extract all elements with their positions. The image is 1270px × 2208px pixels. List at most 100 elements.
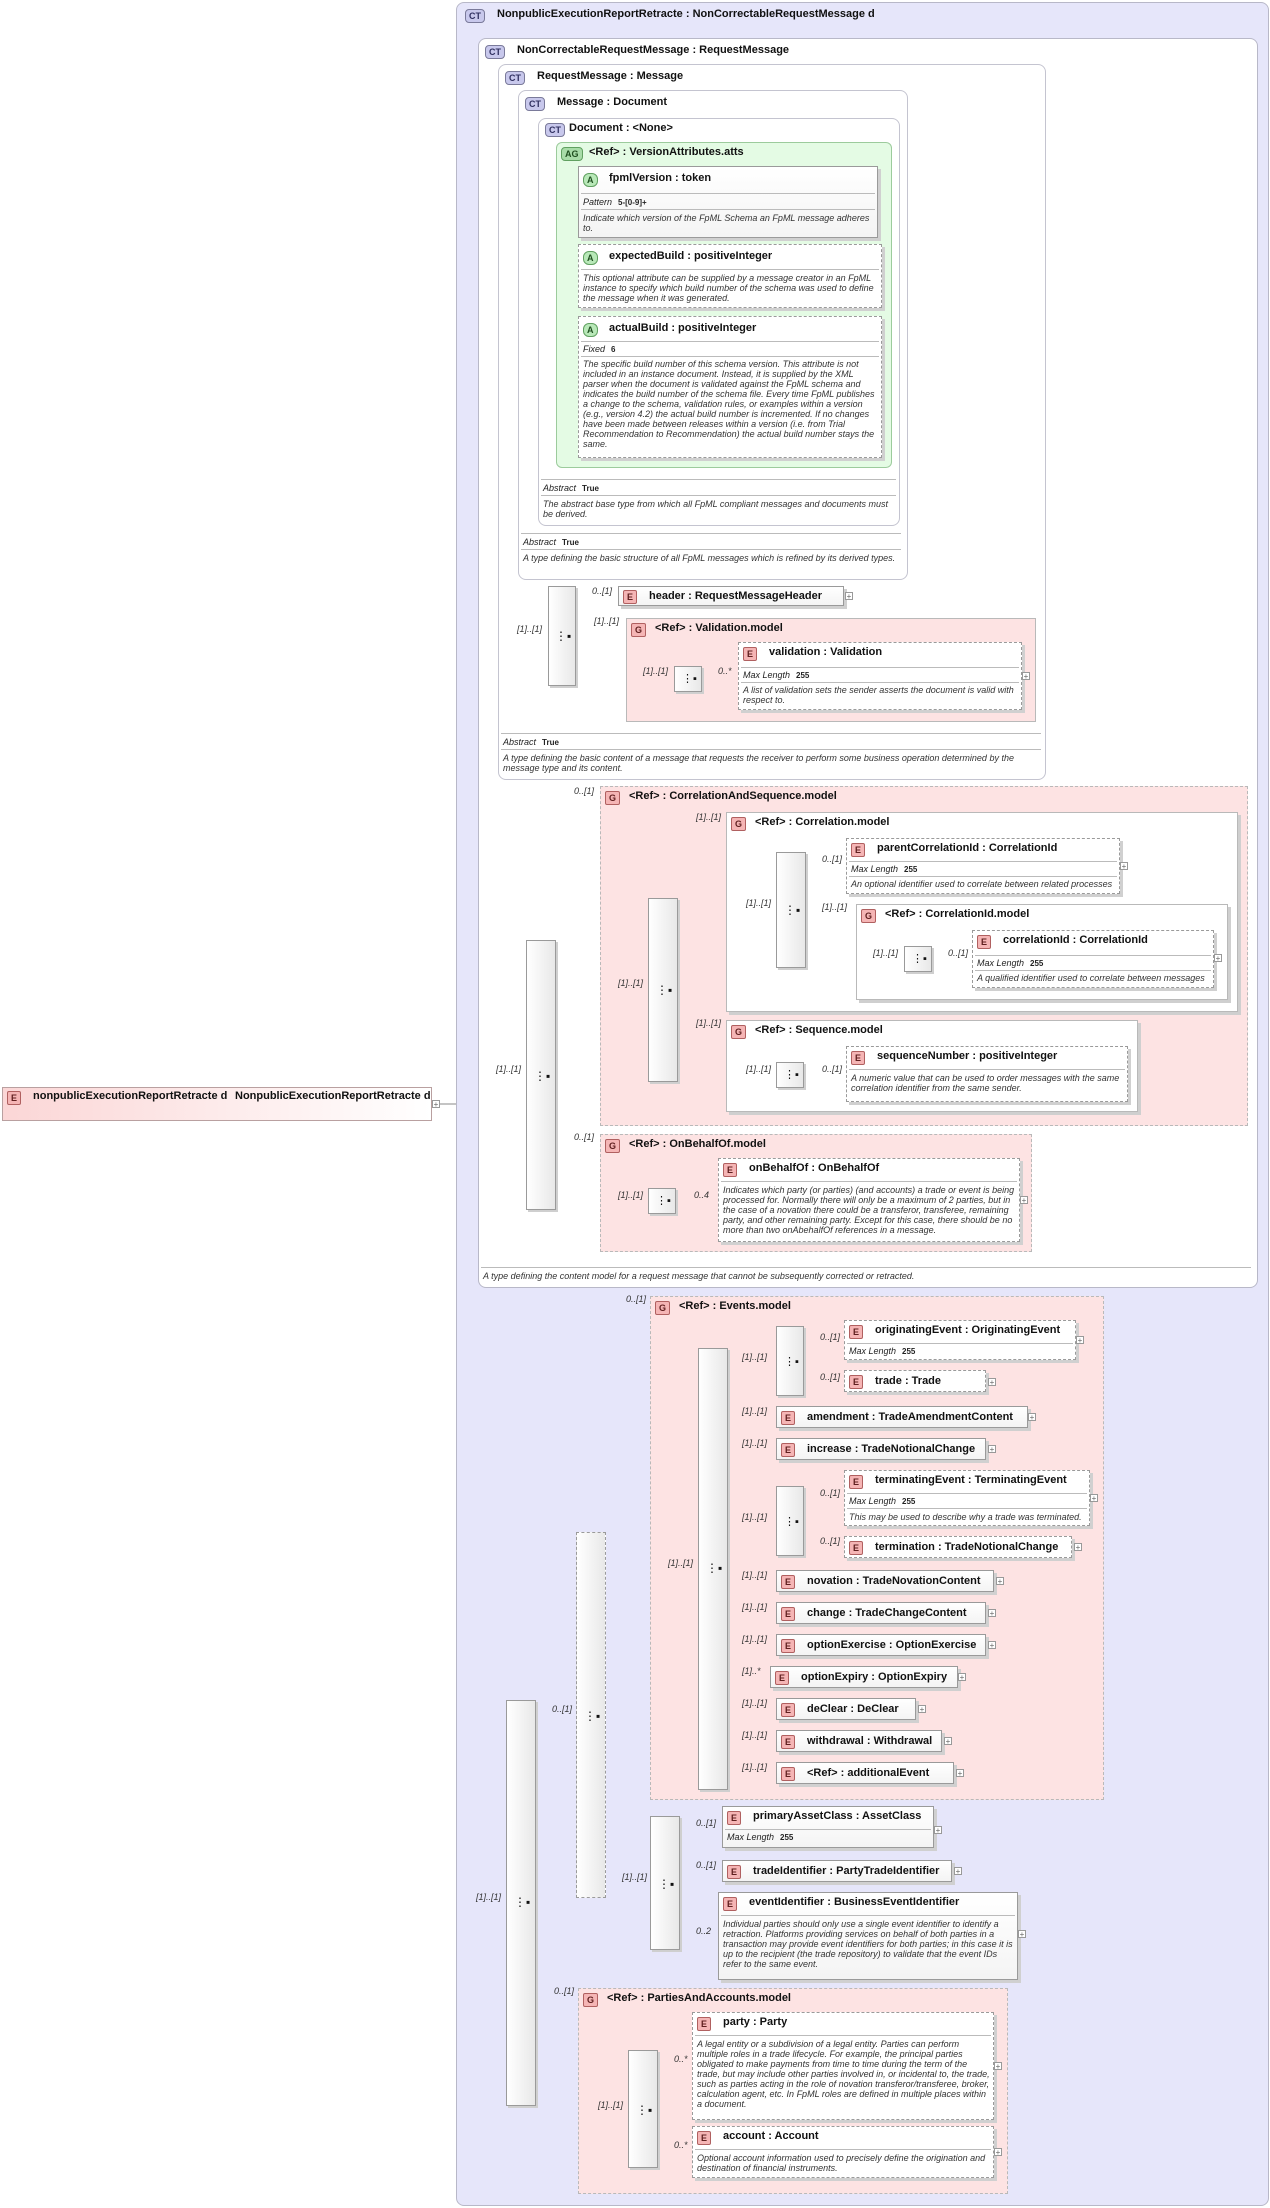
element-increase[interactable]: E increase : TradeNotionalChange: [776, 1438, 986, 1460]
element-terminatingevent[interactable]: E terminatingEvent : TerminatingEvent Ma…: [844, 1470, 1090, 1526]
divider: [741, 682, 1019, 683]
sequence-compositor[interactable]: ⋮▪: [506, 1700, 536, 2106]
complex-type-badge: CT: [505, 71, 525, 85]
element-title: validation : Validation: [769, 646, 883, 658]
element-optionexpiry[interactable]: E optionExpiry : OptionExpiry: [770, 1666, 958, 1688]
choice-compositor[interactable]: ⋮▪: [576, 1532, 606, 1898]
expand-icon[interactable]: +: [996, 1577, 1004, 1586]
sequence-compositor[interactable]: ⋮▪: [776, 1326, 804, 1396]
expand-icon[interactable]: +: [432, 1100, 440, 1109]
sequence-compositor[interactable]: ⋮▪: [548, 586, 576, 686]
cardinality: 0..*: [718, 666, 732, 676]
sequence-icon: ⋮▪: [514, 1895, 531, 1909]
divider: [581, 209, 875, 210]
cardinality: [1]..[1]: [618, 1190, 644, 1200]
expand-icon[interactable]: +: [845, 592, 853, 601]
element-tradeidentifier[interactable]: E tradeIdentifier : PartyTradeIdentifier: [722, 1860, 952, 1882]
group-badge: G: [731, 817, 747, 831]
expand-icon[interactable]: +: [1090, 1494, 1098, 1503]
expand-icon[interactable]: +: [994, 2148, 1002, 2157]
divider: [501, 749, 1041, 750]
expand-icon[interactable]: +: [1076, 1336, 1084, 1345]
expand-icon[interactable]: +: [956, 1769, 964, 1778]
expand-icon[interactable]: +: [988, 1609, 996, 1618]
element-account[interactable]: E account : Account Optional account inf…: [692, 2126, 994, 2178]
attribute-documentation: The specific build number of this schema…: [583, 359, 875, 449]
group-badge: G: [655, 1301, 671, 1315]
element-amendment[interactable]: E amendment : TradeAmendmentContent: [776, 1406, 1028, 1428]
expand-icon[interactable]: +: [944, 1737, 952, 1746]
sequence-icon: ⋮▪: [534, 1069, 551, 1083]
sequence-compositor[interactable]: ⋮▪: [674, 666, 702, 692]
element-novation[interactable]: E novation : TradeNovationContent: [776, 1570, 994, 1592]
divider: [481, 1267, 1251, 1268]
element-optionexercise[interactable]: E optionExercise : OptionExercise: [776, 1634, 986, 1656]
expand-icon[interactable]: +: [934, 1826, 942, 1835]
element-trade[interactable]: E trade : Trade: [844, 1370, 986, 1392]
sequence-compositor[interactable]: ⋮▪: [776, 852, 806, 968]
sequence-compositor[interactable]: ⋮▪: [526, 940, 556, 1210]
expand-icon[interactable]: +: [918, 1705, 926, 1714]
element-primaryassetclass[interactable]: E primaryAssetClass : AssetClass Max Len…: [722, 1806, 934, 1848]
element-parentcorrelationid[interactable]: E parentCorrelationId : CorrelationId Ma…: [846, 838, 1120, 894]
sequence-compositor[interactable]: ⋮▪: [776, 1062, 804, 1088]
element-withdrawal[interactable]: E withdrawal : Withdrawal: [776, 1730, 942, 1752]
expand-icon[interactable]: +: [1120, 862, 1128, 871]
element-header[interactable]: E header : RequestMessageHeader: [618, 586, 844, 606]
sequence-compositor[interactable]: ⋮▪: [628, 2050, 658, 2168]
expand-icon[interactable]: +: [1022, 672, 1030, 681]
sequence-compositor[interactable]: ⋮▪: [648, 898, 678, 1082]
element-originatingevent[interactable]: E originatingEvent : OriginatingEvent Ma…: [844, 1320, 1076, 1360]
expand-icon[interactable]: +: [954, 1867, 962, 1876]
element-documentation: A legal entity or a subdivision of a leg…: [697, 2039, 990, 2109]
sequence-compositor[interactable]: ⋮▪: [648, 1188, 676, 1214]
expand-icon[interactable]: +: [1074, 1543, 1082, 1552]
sequence-icon: ⋮▪: [912, 953, 927, 965]
element-title: termination : TradeNotionalChange: [875, 1541, 1059, 1553]
sequence-compositor[interactable]: ⋮▪: [650, 1816, 680, 1950]
divider: [521, 549, 901, 550]
complex-type-badge: CT: [525, 97, 545, 111]
cardinality: [1]..[1]: [598, 2100, 624, 2110]
element-badge: E: [781, 1443, 796, 1457]
element-documentation: An optional identifier used to correlate…: [851, 879, 1113, 889]
element-change[interactable]: E change : TradeChangeContent: [776, 1602, 986, 1624]
element-documentation: A numeric value that can be used to orde…: [851, 1073, 1120, 1093]
expand-icon[interactable]: +: [958, 1673, 966, 1682]
cardinality: [1]..[1]: [517, 624, 543, 634]
element-declear[interactable]: E deClear : DeClear: [776, 1698, 916, 1720]
expand-icon[interactable]: +: [988, 1641, 996, 1650]
element-onbehalfof[interactable]: E onBehalfOf : OnBehalfOf Indicates whic…: [718, 1158, 1020, 1242]
cardinality: 0..[1]: [820, 1488, 841, 1498]
expand-icon[interactable]: +: [1214, 954, 1222, 963]
element-sequencenumber[interactable]: E sequenceNumber : positiveInteger A num…: [846, 1046, 1128, 1102]
expand-icon[interactable]: +: [988, 1445, 996, 1454]
sequence-icon: ⋮▪: [784, 1069, 799, 1081]
element-termination[interactable]: E termination : TradeNotionalChange: [844, 1536, 1072, 1558]
expand-icon[interactable]: +: [1020, 1196, 1028, 1205]
sequence-compositor[interactable]: ⋮▪: [904, 946, 932, 972]
cardinality: [1]..[1]: [742, 1602, 768, 1612]
root-element[interactable]: E nonpublicExecutionReportRetracte d Non…: [2, 1087, 432, 1121]
element-badge: E: [743, 647, 758, 661]
expand-icon[interactable]: +: [994, 2062, 1002, 2071]
sequence-compositor[interactable]: ⋮▪: [776, 1486, 804, 1556]
element-party[interactable]: E party : Party A legal entity or a subd…: [692, 2012, 994, 2120]
element-eventidentifier[interactable]: E eventIdentifier : BusinessEventIdentif…: [718, 1892, 1018, 1980]
expand-icon[interactable]: +: [1028, 1413, 1036, 1422]
expand-icon[interactable]: +: [988, 1378, 996, 1387]
element-additionalevent[interactable]: E <Ref> : additionalEvent: [776, 1762, 954, 1784]
group-badge: G: [605, 791, 621, 805]
divider: [741, 667, 1019, 668]
attribute-expectedbuild[interactable]: A expectedBuild : positiveInteger This o…: [578, 244, 882, 308]
expand-icon[interactable]: +: [1018, 1930, 1026, 1939]
element-correlationid[interactable]: E correlationId : CorrelationId Max Leng…: [972, 930, 1214, 988]
divider: [849, 861, 1117, 862]
sequence-compositor[interactable]: ⋮▪: [698, 1348, 728, 1790]
